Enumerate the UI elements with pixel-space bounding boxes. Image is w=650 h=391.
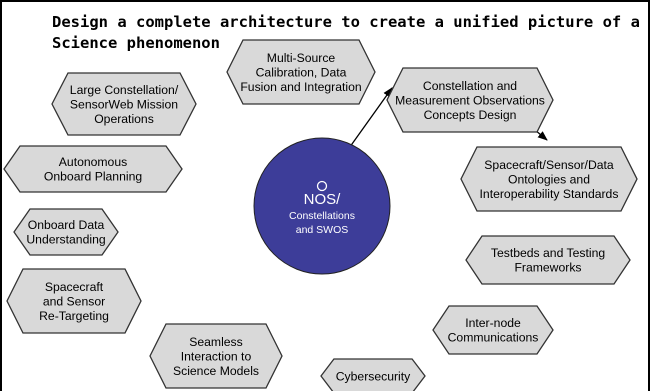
node-label-line: Interoperability Standards [480, 187, 619, 201]
node-cybersecurity: Cybersecurity [320, 358, 426, 391]
node-label-line: Interaction to [181, 349, 252, 363]
node-label-line: Seamless [189, 335, 243, 349]
node-label-line: and Sensor [43, 294, 105, 308]
node-label-line: Calibration, Data [256, 65, 347, 79]
center-label-3: and SWOS [296, 224, 349, 236]
node-label-line: Ontologies and [508, 172, 590, 186]
center-point [316, 180, 328, 192]
node-label-line: Spacecraft [45, 280, 104, 294]
node-label-line: Large Constellation/ [70, 83, 179, 97]
hexagon-shape [460, 146, 638, 212]
node-label-line: Measurement Observations [395, 93, 545, 107]
node-mission-operations: Large Constellation/SensorWeb MissionOpe… [51, 72, 197, 136]
node-label-line: Communications [448, 331, 539, 345]
hexagon-shape [149, 323, 283, 389]
hexagon-shape [51, 72, 197, 136]
hexagon-shape [3, 145, 183, 193]
node-label-line: Onboard Data [28, 218, 105, 232]
diagram-title: Design a complete architecture to create… [52, 13, 650, 52]
node-label-line: Frameworks [514, 261, 581, 275]
hexagon-shape [386, 67, 554, 133]
node-label-line: Operations [94, 112, 154, 126]
node-label-line: Cybersecurity [336, 369, 411, 383]
node-label-line: Autonomous [59, 155, 127, 169]
center-label-2: Constellations [289, 210, 355, 222]
node-label-line: Testbeds and Testing [491, 246, 605, 260]
node-label-line: Onboard Planning [44, 170, 142, 184]
center-circle [253, 137, 391, 275]
hexagon-shape [432, 305, 554, 355]
node-label-line: Re-Targeting [39, 309, 109, 323]
node-label-line: Science Models [173, 364, 259, 378]
node-label-line: Concepts Design [424, 108, 517, 122]
node-label-line: Understanding [26, 233, 105, 247]
hexagon-shape [320, 358, 426, 391]
center-label-1: NOS/ [304, 191, 342, 208]
node-label-line: Inter-node [465, 316, 521, 330]
hexagon-shape [226, 39, 376, 105]
hexagon-shape [465, 235, 631, 285]
hexagon-shape [6, 268, 142, 334]
node-label-line: SensorWeb Mission [70, 97, 178, 111]
node-label-line: Multi-Source [267, 51, 336, 65]
hexagon-shape [13, 208, 119, 256]
node-label-line: Spacecraft/Sensor/Data [484, 158, 614, 172]
node-label-line: Fusion and Integration [240, 80, 361, 94]
node-label-line: Constellation and [423, 79, 517, 93]
